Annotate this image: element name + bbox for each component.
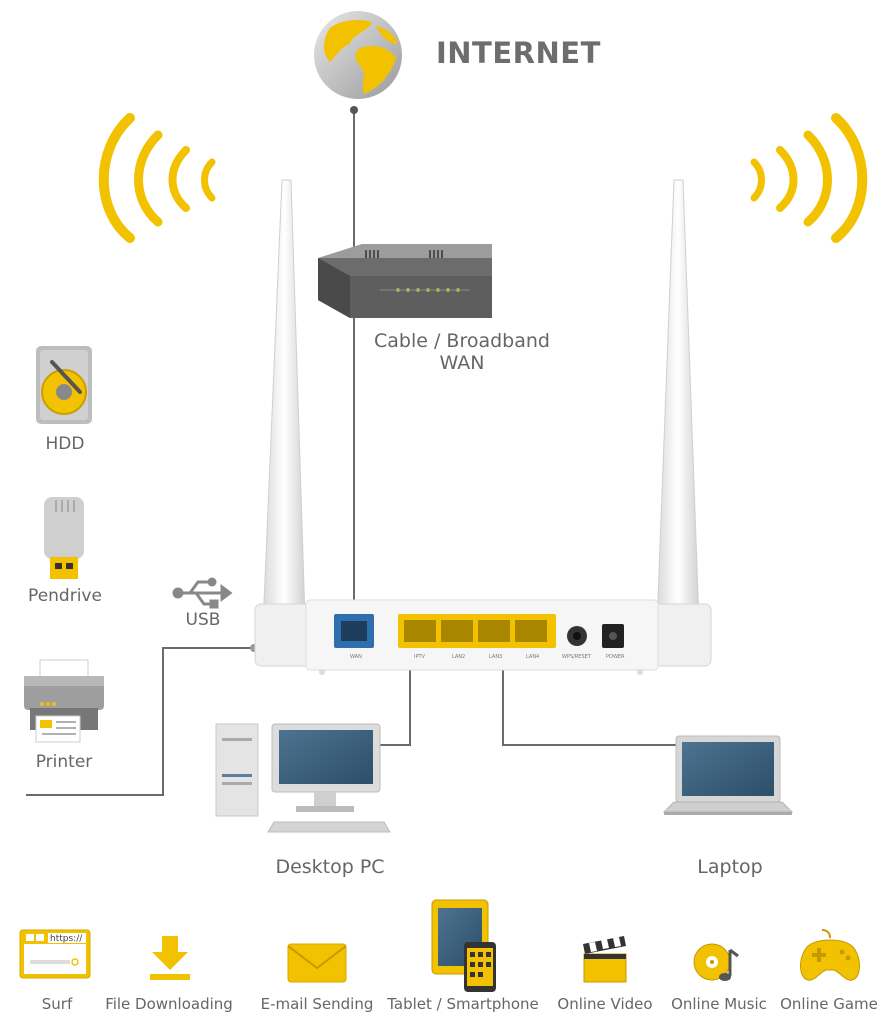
port-label-wan: WAN [350,654,362,660]
internet-label: INTERNET [436,36,601,70]
modem-label: Cable / Broadband WAN [362,330,562,374]
hdd-icon [36,346,92,424]
connection-lines [26,110,676,796]
globe-icon [314,11,402,99]
port-label-lan2: LAN2 [452,654,466,660]
svg-text:https://: https:// [50,934,83,944]
port-label-iptv: IPTV [414,654,425,660]
service-label-surf: Surf [41,995,73,1013]
modem-label-line2: WAN [439,352,485,374]
modem-label-line1: Cable / Broadband [374,330,550,352]
modem-icon [318,244,492,318]
gamepad-icon [800,929,860,981]
port-label-lan4: LAN4 [526,654,540,660]
laptop-label: Laptop [697,856,763,878]
laptop-icon [662,735,794,815]
usb-label: USB [185,610,221,630]
laptop-cable [502,655,676,746]
email-icon [287,943,347,983]
download-icon [150,936,190,980]
wifi-waves-left [98,113,216,243]
clapperboard-icon [583,936,627,983]
router-body [254,599,712,675]
desktop-pc-icon [215,723,391,833]
port-label-power: POWER [606,654,625,660]
service-label-file-downloading: File Downloading [105,995,233,1013]
printer-label: Printer [35,752,93,772]
desktop-cable [380,655,411,746]
service-label-email-sending: E-mail Sending [260,995,374,1013]
service-label-online-video: Online Video [557,995,653,1013]
browser-icon: https:// [19,929,91,979]
tablet-icon [431,899,496,992]
pendrive-icon [44,497,84,579]
hdd-label: HDD [45,434,85,454]
service-label-online-music: Online Music [671,995,767,1013]
printer-icon [24,659,104,743]
service-label-tablet-smartphone: Tablet / Smartphone [387,995,539,1013]
music-disc-icon [693,943,739,981]
desktop-pc-label: Desktop PC [275,856,385,878]
usb-cable [26,647,254,796]
service-label-online-game: Online Game [780,995,878,1013]
pendrive-label: Pendrive [28,586,102,606]
wifi-waves-right [750,113,868,243]
port-label-lan3: LAN3 [489,654,503,660]
usb-icon [172,577,233,609]
port-label-wps-reset: WPS/RESET [562,654,591,660]
